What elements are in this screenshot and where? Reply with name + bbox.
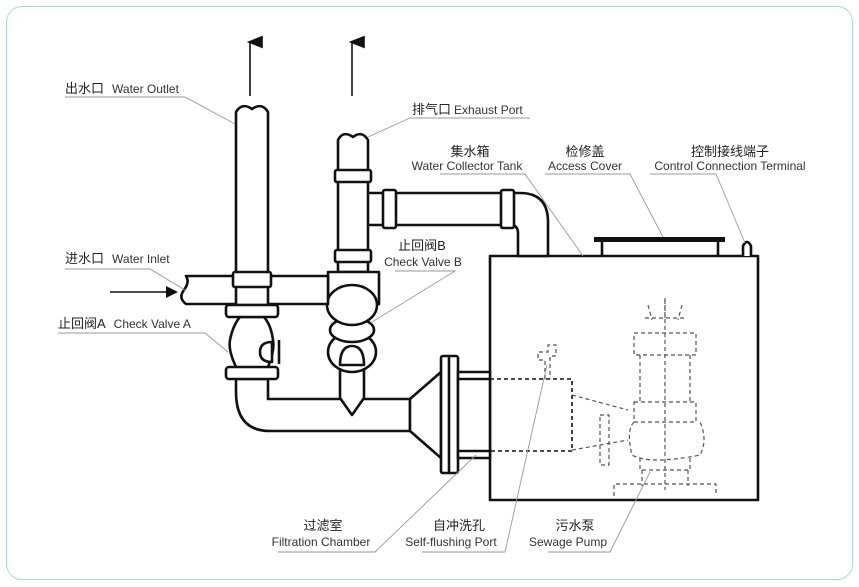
label-check-valve-b-en: Check Valve B — [384, 255, 462, 269]
water-outlet-pipe — [234, 104, 270, 307]
self-flushing-port — [537, 344, 557, 379]
check-valve-a — [224, 303, 281, 381]
label-self-flushing-en: Self-flushing Port — [405, 535, 497, 549]
water-collector-tank — [488, 254, 760, 502]
exhaust-port-pipe — [336, 132, 370, 274]
label-sewage-pump-en: Sewage Pump — [529, 535, 607, 549]
label-terminal-zh: 控制接线端子 — [691, 144, 769, 159]
label-sewage-pump-zh: 污水泵 — [555, 518, 594, 533]
label-terminal-en: Control Connection Terminal — [654, 159, 805, 173]
sewage-pump — [571, 298, 717, 496]
filtration-chamber — [408, 354, 573, 475]
diagram-frame — [6, 6, 853, 580]
check-valve-b — [325, 270, 381, 417]
label-filtration-zh: 过滤室 — [303, 518, 342, 533]
label-access-cover-zh: 检修盖 — [565, 144, 604, 159]
access-cover — [594, 237, 725, 256]
control-terminal — [741, 240, 753, 256]
label-self-flushing-zh: 自冲洗孔 — [433, 518, 485, 533]
leader-lines — [58, 96, 746, 553]
label-access-cover-en: Access Cover — [548, 159, 622, 173]
label-filtration-en: Filtration Chamber — [272, 535, 371, 549]
exhaust-branch-pipe — [350, 191, 550, 258]
label-tank-en: Water Collector Tank — [412, 159, 524, 173]
lower-pipe — [234, 376, 412, 433]
label-check-valve-b-zh: 止回阀B — [398, 238, 446, 253]
label-tank-zh: 集水箱 — [450, 144, 489, 159]
